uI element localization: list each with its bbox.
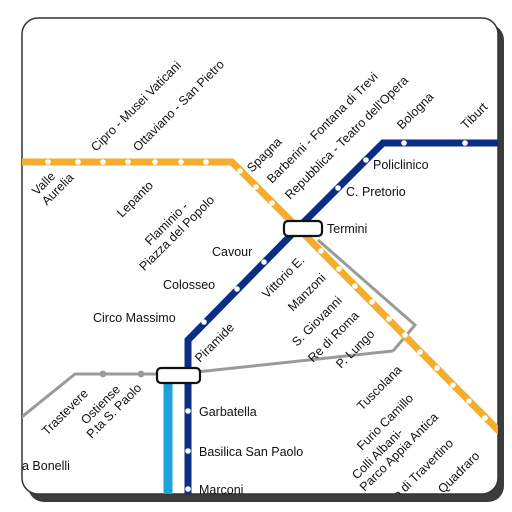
station-dot-vittorio (318, 248, 324, 254)
station-dot-colosseo (234, 286, 240, 292)
metro-line-orange (22, 158, 498, 435)
station-dot-travertino (466, 398, 472, 404)
station-dot-tuscolana (417, 349, 423, 355)
station-dot-garbatella (185, 408, 191, 414)
station-dot-circo-massimo (201, 319, 207, 325)
station-dot-marconi (185, 486, 191, 492)
label-marconi: Marconi (199, 483, 243, 497)
orange-line-stations (45, 159, 488, 421)
label-garbatella: Garbatella (199, 405, 257, 419)
station-dot-repubblica (269, 200, 275, 206)
station-dot-cavour (261, 259, 267, 265)
station-dot-bologna (401, 140, 407, 146)
label-bonelli: a Bonelli (22, 459, 70, 473)
station-dot-lepanto (152, 159, 158, 165)
station-dot-manzoni (336, 266, 342, 272)
station-dot-quadraro (482, 415, 488, 421)
station-dot-ottaviano-2 (125, 159, 131, 165)
label-cavour: Cavour (212, 245, 252, 259)
station-dot-s-giovanni (352, 283, 358, 289)
station-dot-flaminio-2 (203, 159, 209, 165)
interchange-piramide (155, 366, 202, 385)
station-dot-valle-aurelia (45, 159, 51, 165)
label-c-pretorio: C. Pretorio (346, 185, 406, 199)
station-dot-flaminio (178, 159, 184, 165)
rail-line-termini-southeast (317, 238, 418, 352)
station-dot-spagna (237, 168, 243, 174)
label-policlinico: Policlinico (373, 158, 429, 172)
station-dot-barberini (253, 184, 259, 190)
blue-line-stations (185, 140, 468, 492)
station-dot-furio-camillo (434, 365, 440, 371)
station-dot-ottaviano (100, 159, 106, 165)
label-colosseo: Colosseo (163, 278, 215, 292)
interchange-termini (282, 219, 324, 238)
station-dot-re-di-roma (369, 299, 375, 305)
label-circo-massimo: Circo Massimo (93, 311, 176, 325)
station-dot-c-pretorio (335, 185, 341, 191)
label-basilica: Basilica San Paolo (199, 445, 303, 459)
station-dot-tiburtina (462, 140, 468, 146)
station-dot-ostiense (137, 370, 145, 378)
station-dot-basilica (185, 448, 191, 454)
label-termini: Termini (327, 222, 367, 236)
station-dot-p-lungo-2 (402, 332, 408, 338)
station-dot-policlinico (363, 157, 369, 163)
station-dot-colli-albani (450, 382, 456, 388)
station-dot-cipro (75, 159, 81, 165)
station-dot-trastevere (99, 370, 107, 378)
rail-stations (99, 370, 145, 378)
station-dot-p-lungo (386, 316, 392, 322)
rail-line-west (22, 349, 394, 422)
